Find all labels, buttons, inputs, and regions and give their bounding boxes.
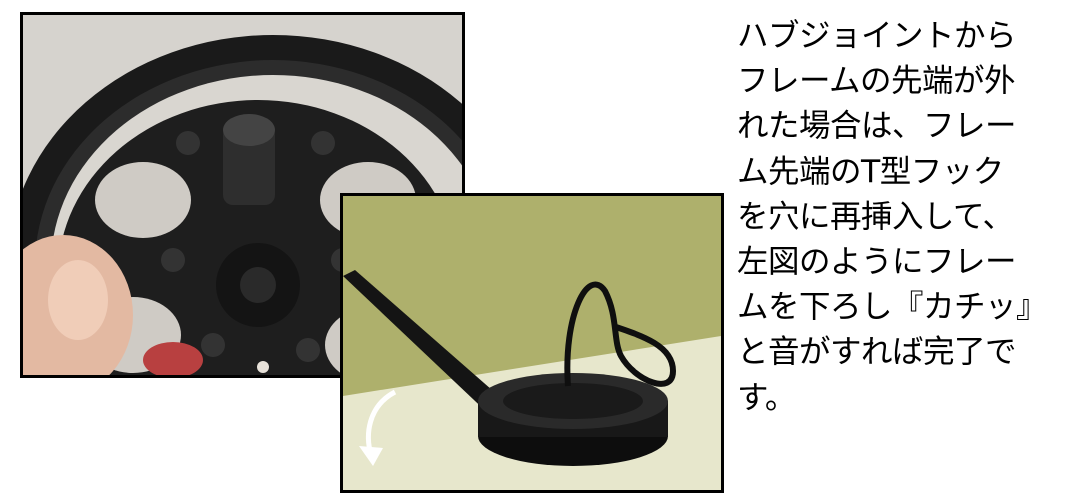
frame-lowered-photo (340, 193, 724, 493)
instruction-line: ハブジョイントから (737, 18, 1017, 54)
instruction-text: ハブジョイントから フレームの先端が外 れた場合は、フレー ム先端のT型フック … (737, 14, 1077, 421)
frame-lowering-illustration (343, 196, 721, 490)
instruction-line: ムを下ろし『カチッ』 (737, 289, 1048, 326)
instruction-line: ム先端のT型フック (737, 153, 1004, 190)
instruction-line: れた場合は、フレー (737, 108, 1017, 145)
instruction-line: 左図のようにフレー (737, 243, 1017, 280)
instruction-line: す。 (737, 379, 796, 416)
instruction-line: と音がすれば完了で (737, 334, 1017, 371)
instruction-line: フレームの先端が外 (737, 63, 1016, 100)
instruction-line: を穴に再挿入して、 (737, 198, 1014, 235)
